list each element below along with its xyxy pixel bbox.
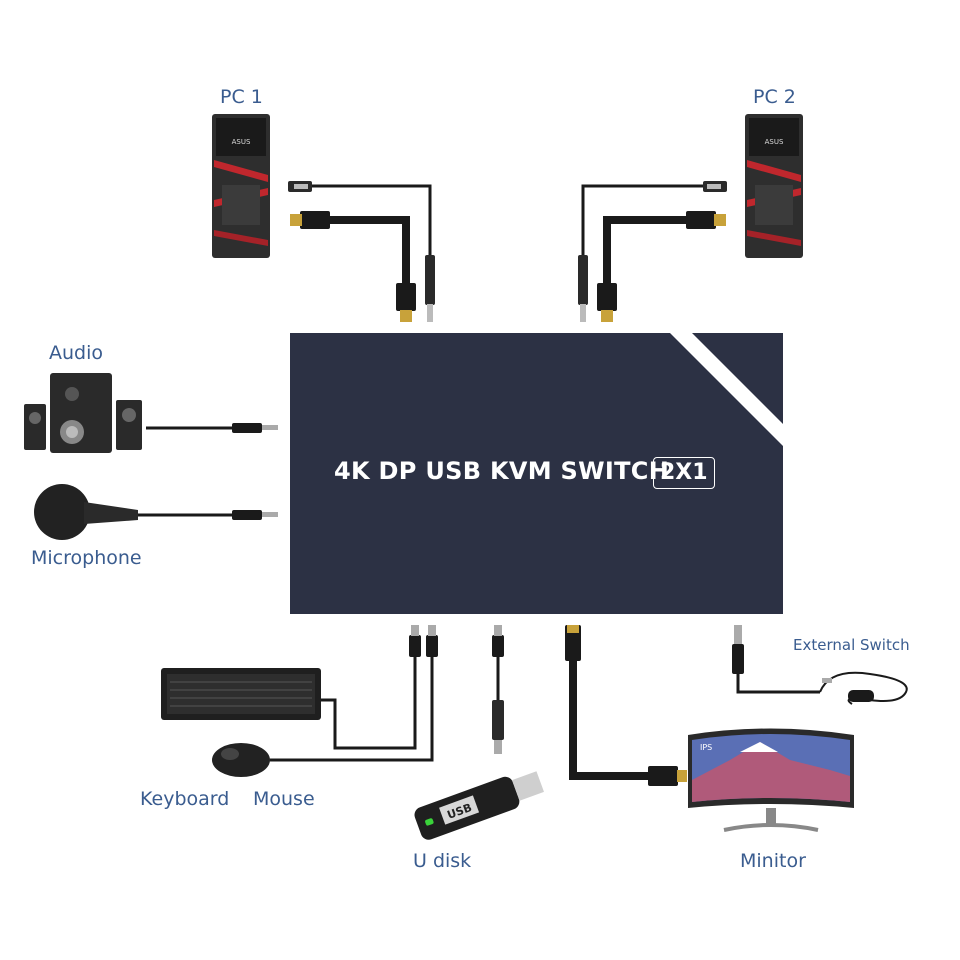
pc2-usb-plug-icon [703, 181, 727, 192]
pc2-dp-plug-icon [686, 211, 726, 229]
keyboard-icon [161, 668, 321, 720]
pc2-brand-text: ASUS [765, 138, 784, 146]
microphone-cable [138, 510, 278, 520]
pc1-label: PC 1 [220, 86, 263, 108]
microphone-icon [34, 484, 138, 540]
box-diagonal-stripe [670, 333, 783, 446]
mouse-icon [212, 743, 270, 777]
pc2-dp-to-switch-plug-icon [597, 283, 617, 322]
monitor-label: Minitor [740, 850, 806, 872]
usb-stick-icon: USB [414, 771, 544, 840]
monitor-cable [565, 625, 687, 786]
pc1-tower-icon: ASUS [212, 114, 270, 258]
pc2-tower-icon: ASUS [745, 114, 803, 258]
kvm-switch-badge: 2X1 [653, 457, 715, 489]
external-switch-icon [819, 671, 908, 705]
pc1-usb-plug-icon [288, 181, 312, 192]
pc1-dp-plug-icon [290, 211, 330, 229]
pc1-usb-to-switch-plug-icon [425, 255, 435, 322]
udisk-label: U disk [413, 850, 472, 872]
pc2-cables [581, 184, 703, 285]
pc2-label: PC 2 [753, 86, 796, 108]
pc2-usb-to-switch-plug-icon [578, 255, 588, 322]
audio-speakers-icon [24, 373, 142, 453]
kvm-switch-title: 4K DP USB KVM SWITCH [334, 457, 670, 485]
microphone-label: Microphone [31, 547, 142, 569]
pc1-brand-text: ASUS [232, 138, 251, 146]
external-switch-label: External Switch [793, 636, 910, 654]
pc1-cables [312, 184, 432, 285]
external-switch-cable [732, 625, 820, 694]
mouse-label: Mouse [253, 788, 315, 810]
monitor-badge-text: IPS [700, 743, 712, 752]
monitor-icon: IPS [688, 728, 854, 832]
pc1-dp-to-switch-plug-icon [396, 283, 416, 322]
audio-cable [146, 423, 278, 433]
udisk-cable [492, 625, 504, 754]
keyboard-mouse-usb-plugs-icon [409, 625, 438, 657]
keyboard-label: Keyboard [140, 788, 230, 810]
kvm-switch-box: 4K DP USB KVM SWITCH 2X1 [290, 333, 783, 614]
audio-label: Audio [49, 342, 104, 364]
keyboard-mouse-cables [270, 655, 434, 762]
